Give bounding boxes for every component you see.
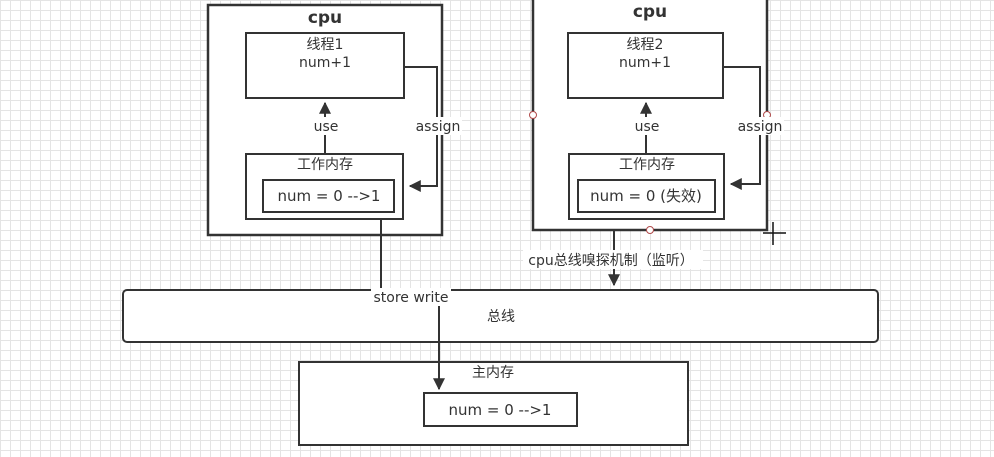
thread2-name: 线程2 (627, 37, 664, 53)
store-write-edge[interactable]: store write (371, 219, 451, 306)
crosshair-cursor-icon (763, 222, 786, 245)
cpu2-use-edge[interactable]: use (631, 101, 663, 154)
main-memory-label: 主内存 (472, 365, 514, 381)
cpu1-use-label: use (314, 119, 339, 135)
thread1-node[interactable]: 线程1 num+1 (245, 32, 405, 99)
thread2-op: num+1 (619, 55, 671, 71)
work-memory1-value: num = 0 -->1 (278, 187, 381, 205)
work-memory2-value-node[interactable]: num = 0 (失效) (577, 179, 716, 213)
bus-label: 总线 (487, 309, 515, 325)
cpu2-use-label: use (635, 119, 660, 135)
cpu2-title: cpu (633, 2, 667, 22)
snoop-label: cpu总线嗅探机制（监听） (528, 253, 693, 269)
work-memory2-value: num = 0 (失效) (590, 187, 702, 205)
cpu1-title: cpu (308, 8, 342, 28)
bus-node[interactable]: 总线 (122, 289, 879, 343)
work-memory2-label: 工作内存 (619, 157, 675, 173)
cpu1-assign-edge[interactable]: assign (404, 66, 462, 192)
connection-point-bottom[interactable] (646, 226, 654, 234)
cpu1-assign-label: assign (416, 119, 461, 135)
connection-point-left[interactable] (529, 111, 537, 119)
thread1-op: num+1 (299, 55, 351, 71)
thread1-name: 线程1 (307, 37, 344, 53)
thread2-node[interactable]: 线程2 num+1 (567, 32, 724, 99)
main-memory-value-node[interactable]: num = 0 -->1 (423, 392, 578, 427)
cpu1-use-edge[interactable]: use (310, 101, 342, 154)
work-memory1-value-node[interactable]: num = 0 -->1 (262, 179, 395, 213)
cpu2-assign-label: assign (738, 119, 783, 135)
cpu2-assign-edge[interactable]: assign (723, 66, 784, 190)
store-write-label: store write (373, 290, 448, 306)
snoop-edge[interactable]: cpu总线嗅探机制（监听） (523, 230, 703, 287)
work-memory1-label: 工作内存 (297, 157, 353, 173)
main-memory-value: num = 0 -->1 (449, 401, 552, 419)
